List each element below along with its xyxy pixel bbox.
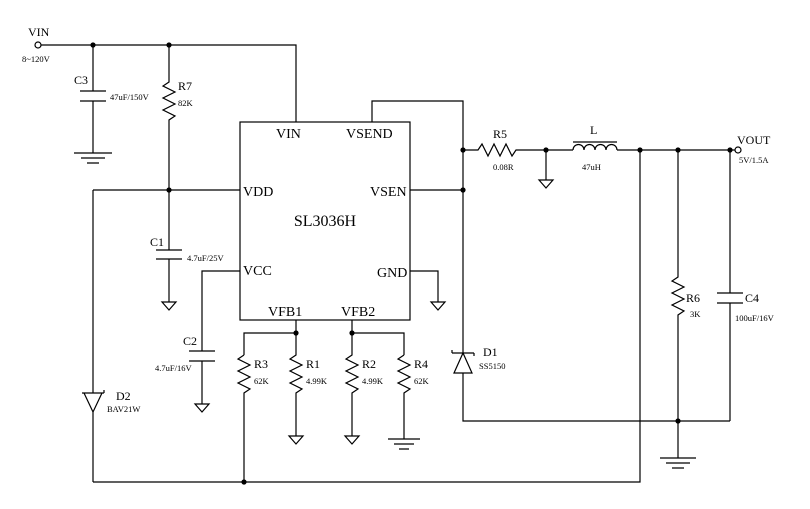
- capacitor-c2: [189, 270, 240, 413]
- c2-value: 4.7uF/16V: [155, 363, 192, 373]
- pin-vsend-label: VSEND: [346, 127, 393, 142]
- output-ground: [660, 421, 696, 469]
- r3-ref: R3: [254, 357, 268, 371]
- pin-gnd-label: GND: [377, 266, 407, 281]
- capacitor-c3: [74, 45, 112, 164]
- vin-label: VIN: [28, 25, 50, 39]
- c3-value: 47uF/150V: [110, 92, 150, 102]
- vin-range-label: 8~120V: [22, 54, 51, 64]
- pin-vin-label: VIN: [276, 127, 301, 142]
- ic-name: SL3036H: [294, 213, 357, 230]
- vout-label: VOUT: [737, 133, 771, 147]
- c1-value: 4.7uF/25V: [187, 253, 224, 263]
- resistor-r4: [388, 354, 420, 450]
- resistor-r2: [343, 333, 361, 445]
- c2-ref: C2: [183, 334, 197, 348]
- r5-value: 0.08R: [493, 162, 514, 172]
- r1-value: 4.99K: [306, 376, 328, 386]
- d1-ref: D1: [483, 345, 498, 359]
- diode-d2: [82, 190, 105, 482]
- r5-ref: R5: [493, 127, 507, 141]
- capacitor-c4: [717, 150, 743, 421]
- vsend-wire: [371, 100, 464, 150]
- r4-ref: R4: [414, 357, 428, 371]
- vfb2-wire: [351, 320, 405, 355]
- d2-ref: D2: [116, 389, 131, 403]
- resistor-r1: [287, 333, 305, 445]
- c1-ref: C1: [150, 235, 164, 249]
- diode-d1: [451, 350, 730, 422]
- r1-ref: R1: [306, 357, 320, 371]
- r6-value: 3K: [690, 309, 701, 319]
- pin-vsen-label: VSEN: [370, 185, 407, 200]
- vout-terminal: [734, 146, 742, 154]
- r7-ref: R7: [178, 79, 192, 93]
- capacitor-c1: [156, 190, 182, 311]
- d1-value: SS5150: [479, 361, 505, 371]
- inductor-l: [572, 141, 735, 151]
- r4-value: 62K: [414, 376, 430, 386]
- pin-vdd-label: VDD: [243, 185, 273, 200]
- r2-ref: R2: [362, 357, 376, 371]
- vout-spec-label: 5V/1.5A: [739, 155, 769, 165]
- ic-body: [239, 121, 411, 321]
- r6-ref: R6: [686, 291, 700, 305]
- pin-vfb1-label: VFB1: [268, 305, 302, 320]
- vfb1-wire: [243, 320, 297, 355]
- c4-value: 100uF/16V: [735, 313, 775, 323]
- bottom-return-wire: [93, 150, 641, 483]
- c4-ref: C4: [745, 291, 759, 305]
- d2-value: BAV21W: [107, 404, 140, 414]
- resistor-r6: [670, 150, 686, 421]
- l-ref: L: [590, 123, 597, 137]
- pin-vfb2-label: VFB2: [341, 305, 375, 320]
- vin-wire: [41, 44, 297, 122]
- l-value: 47uH: [582, 162, 601, 172]
- ic-ground: [410, 270, 447, 311]
- vin-terminal: [34, 41, 42, 49]
- ground-r5: [537, 150, 555, 189]
- r2-value: 4.99K: [362, 376, 384, 386]
- r3-value: 62K: [254, 376, 270, 386]
- pin-vcc-label: VCC: [243, 264, 272, 279]
- junction-dot: [637, 147, 643, 153]
- resistor-r5: [463, 142, 573, 158]
- r7-value: 82K: [178, 98, 194, 108]
- resistor-r7: [161, 45, 177, 190]
- c3-ref: C3: [74, 73, 88, 87]
- resistor-r3: [236, 354, 252, 482]
